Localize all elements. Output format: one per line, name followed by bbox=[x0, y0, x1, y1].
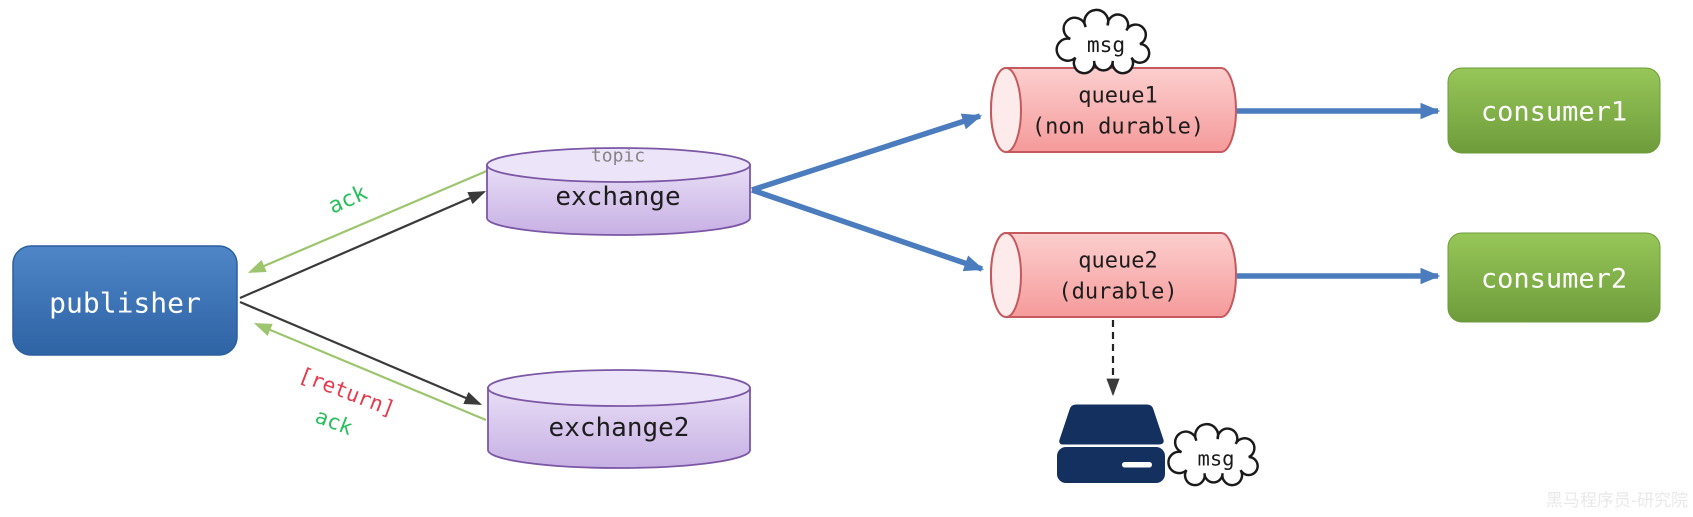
queue2-cylinder-cap bbox=[990, 232, 1022, 318]
arrow-return-ack-from-exchange2 bbox=[253, 322, 487, 422]
watermark-text: 黑马程序员-研究院 bbox=[1546, 491, 1688, 511]
queue1-cylinder-cap bbox=[990, 67, 1022, 153]
msg-cloud-queue1: msg bbox=[1055, 8, 1151, 75]
topic-exchange-node: topic exchange bbox=[486, 146, 751, 236]
consumer2-label: consumer2 bbox=[1481, 264, 1627, 295]
arrow-ack-from-exchange bbox=[247, 168, 490, 274]
ack-label-top: ack bbox=[325, 180, 371, 219]
publisher-label: publisher bbox=[49, 287, 201, 320]
ack-label-bottom: ack bbox=[312, 404, 356, 440]
msg-cloud-disk: msg bbox=[1167, 422, 1259, 487]
arrow-publish-to-exchange bbox=[239, 190, 487, 300]
queue1-node: queue1 (non durable) bbox=[990, 67, 1237, 153]
consumer1-label: consumer1 bbox=[1481, 97, 1627, 128]
exchange2-label: exchange2 bbox=[549, 413, 690, 443]
queue2-subtitle: (durable) bbox=[1058, 280, 1177, 305]
exchange2-cylinder-body bbox=[487, 387, 751, 469]
queue2-title: queue2 bbox=[1078, 249, 1157, 274]
exchange-type-label: topic bbox=[591, 146, 645, 167]
queue1-subtitle: (non durable) bbox=[1032, 115, 1204, 140]
arrow-exchange-to-queue1 bbox=[751, 113, 983, 193]
queue1-title: queue1 bbox=[1078, 84, 1157, 109]
msg-label-top: msg bbox=[1087, 33, 1125, 58]
msg-label-disk: msg bbox=[1197, 447, 1234, 471]
exchange-label: exchange bbox=[555, 182, 680, 212]
exchange2-node: exchange2 bbox=[487, 369, 751, 469]
topic-exchange-cylinder-top bbox=[486, 147, 751, 183]
topic-exchange-cylinder-body bbox=[486, 164, 751, 236]
queue2-node: queue2 (durable) bbox=[990, 232, 1237, 318]
return-label: [return] bbox=[295, 363, 398, 422]
publisher-node: publisher bbox=[12, 245, 238, 356]
arrow-publish-to-exchange2 bbox=[239, 300, 483, 406]
arrow-exchange-to-queue2 bbox=[751, 187, 985, 272]
disk-icon bbox=[1057, 404, 1165, 483]
disk-base bbox=[1057, 447, 1165, 483]
disk-led bbox=[1122, 462, 1152, 468]
consumer2-node: consumer2 bbox=[1447, 232, 1661, 323]
disk-top bbox=[1059, 404, 1164, 445]
exchange2-cylinder-top bbox=[487, 369, 751, 407]
consumer1-node: consumer1 bbox=[1447, 67, 1661, 154]
